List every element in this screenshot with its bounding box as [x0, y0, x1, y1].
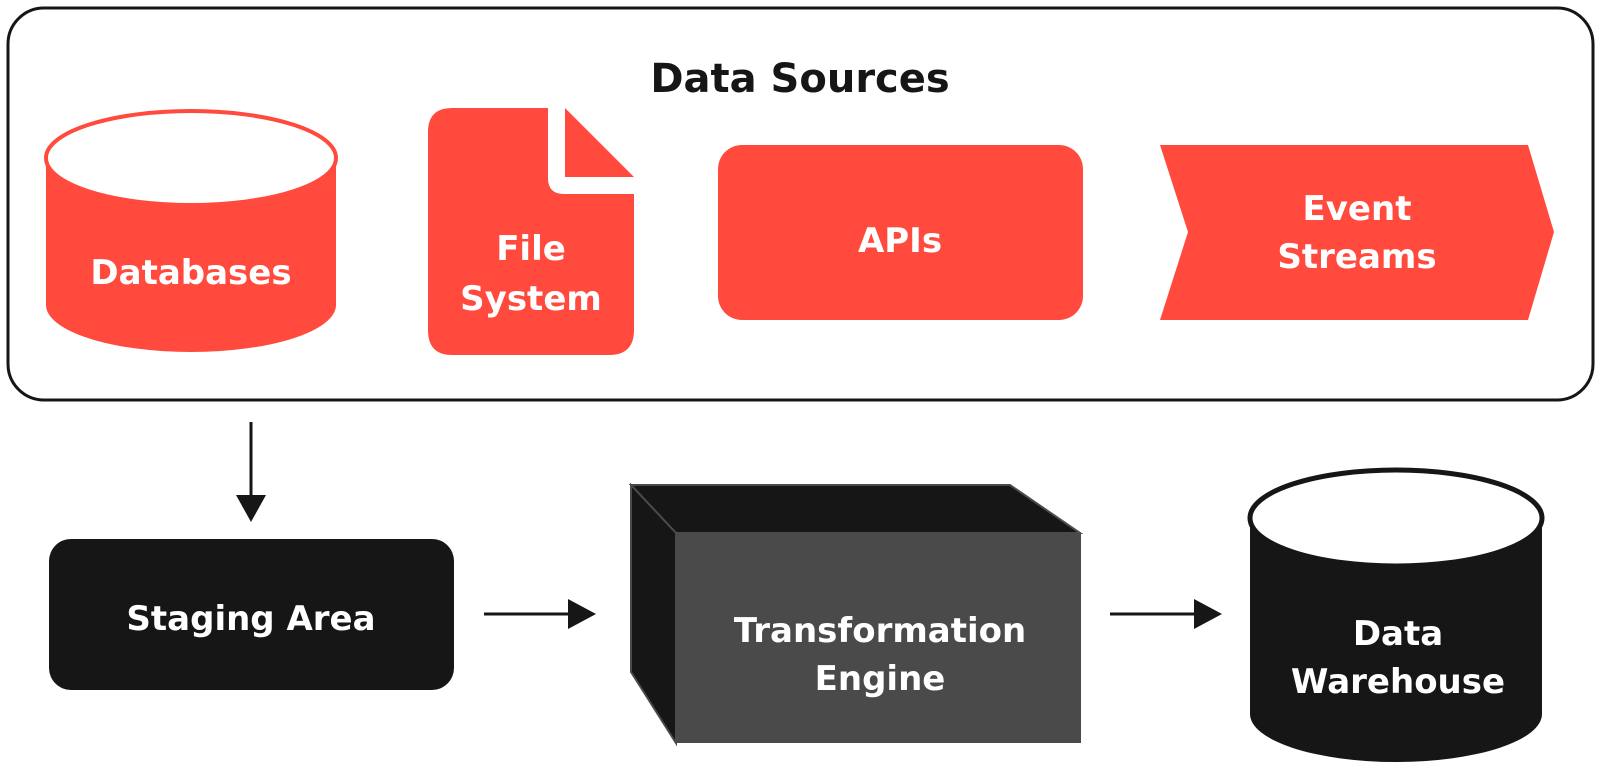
transformation-box-top-face — [628, 484, 1084, 534]
apis-label: APIs — [858, 221, 942, 261]
staging-area-label: Staging Area — [126, 599, 375, 639]
arrow-transformation-to-warehouse — [1110, 599, 1222, 629]
data-warehouse-label-line-1: Data — [1353, 614, 1443, 654]
arrow-sources-to-staging — [236, 422, 266, 522]
arrow-staging-to-transformation — [484, 599, 596, 629]
data-warehouse-cylinder-top — [1247, 467, 1545, 569]
databases-node[interactable]: Databases — [44, 109, 338, 352]
event-streams-chevron — [1160, 145, 1554, 320]
file-system-document-body — [428, 108, 634, 355]
databases-cylinder-top — [44, 109, 338, 207]
data-warehouse-node[interactable]: Data Warehouse — [1247, 467, 1545, 762]
data-sources-title: Data Sources — [650, 56, 949, 102]
data-warehouse-cylinder-body — [1250, 518, 1542, 762]
event-streams-label-line-2: Streams — [1277, 237, 1436, 277]
databases-label: Databases — [90, 253, 291, 293]
staging-area-box — [49, 539, 454, 690]
event-streams-label-line-1: Event — [1303, 189, 1412, 229]
apis-box — [718, 145, 1083, 320]
event-streams-node[interactable]: Event Streams — [1160, 145, 1554, 320]
file-system-node[interactable]: File System — [428, 108, 634, 355]
arrow-head-right-icon — [1194, 599, 1222, 629]
transformation-engine-label-line-1: Transformation — [734, 611, 1026, 651]
data-warehouse-label-line-2: Warehouse — [1291, 662, 1505, 702]
file-system-label-line-2: System — [460, 279, 602, 319]
apis-node[interactable]: APIs — [718, 145, 1083, 320]
databases-cylinder-body — [46, 158, 336, 352]
arrow-head-down-icon — [236, 495, 266, 522]
transformation-box-front-face — [676, 533, 1081, 743]
arrow-head-right-icon — [568, 599, 596, 629]
file-system-label-line-1: File — [496, 229, 566, 269]
staging-area-node[interactable]: Staging Area — [49, 539, 454, 690]
transformation-engine-node[interactable]: Transformation Engine — [628, 482, 1084, 747]
file-system-folded-corner — [565, 108, 634, 177]
transformation-engine-label-line-2: Engine — [815, 659, 946, 699]
